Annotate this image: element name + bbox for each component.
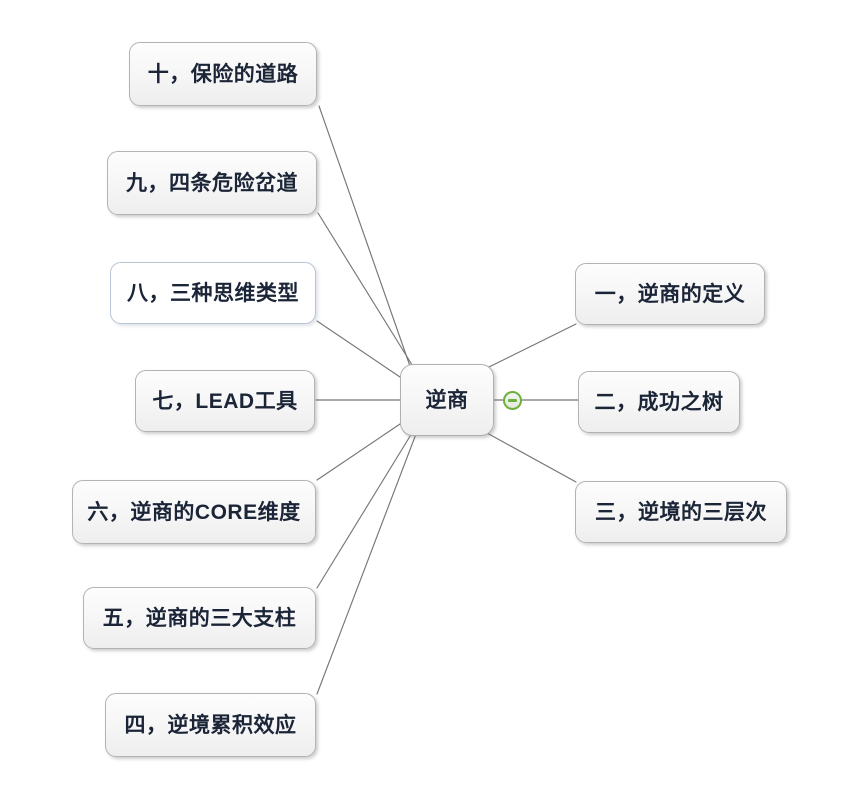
- minus-bar: [508, 399, 517, 402]
- node-left-3-label: 八，三种思维类型: [127, 281, 299, 305]
- node-left-7-label: 四，逆境累积效应: [124, 713, 297, 737]
- edge-central-to-shi: [318, 105, 412, 370]
- central-node[interactable]: 逆商: [400, 364, 494, 436]
- edge-central-to-yi: [486, 323, 577, 369]
- edge-central-to-si: [316, 433, 417, 695]
- edge-central-to-ba: [316, 320, 401, 378]
- node-left-5[interactable]: 六，逆商的CORE维度: [72, 480, 316, 544]
- node-left-1[interactable]: 十，保险的道路: [129, 42, 317, 106]
- node-right-2-label: 二，成功之树: [594, 390, 724, 414]
- edge-central-to-liu: [316, 423, 401, 481]
- node-left-1-label: 十，保险的道路: [147, 62, 299, 86]
- node-left-6-label: 五，逆商的三大支柱: [102, 606, 297, 630]
- collapse-toggle-minus-icon[interactable]: [503, 391, 522, 410]
- node-left-7[interactable]: 四，逆境累积效应: [105, 693, 316, 757]
- node-right-2[interactable]: 二，成功之树: [578, 371, 740, 433]
- edge-central-to-jiu: [317, 212, 415, 369]
- node-left-6[interactable]: 五，逆商的三大支柱: [83, 587, 316, 649]
- node-right-3[interactable]: 三，逆境的三层次: [575, 481, 787, 543]
- node-left-2[interactable]: 九，四条危险岔道: [107, 151, 317, 215]
- node-left-4[interactable]: 七，LEAD工具: [135, 370, 315, 432]
- node-right-3-label: 三，逆境的三层次: [595, 500, 767, 524]
- central-node-label: 逆商: [425, 388, 469, 412]
- node-left-5-label: 六，逆商的CORE维度: [87, 500, 301, 524]
- node-left-2-label: 九，四条危险岔道: [126, 171, 298, 195]
- node-right-1-label: 一，逆商的定义: [594, 282, 746, 306]
- node-left-4-label: 七，LEAD工具: [152, 389, 298, 413]
- edge-central-to-wu: [316, 432, 413, 589]
- edge-central-to-san: [486, 432, 577, 483]
- node-right-1[interactable]: 一，逆商的定义: [575, 263, 765, 325]
- node-left-3[interactable]: 八，三种思维类型: [110, 262, 316, 324]
